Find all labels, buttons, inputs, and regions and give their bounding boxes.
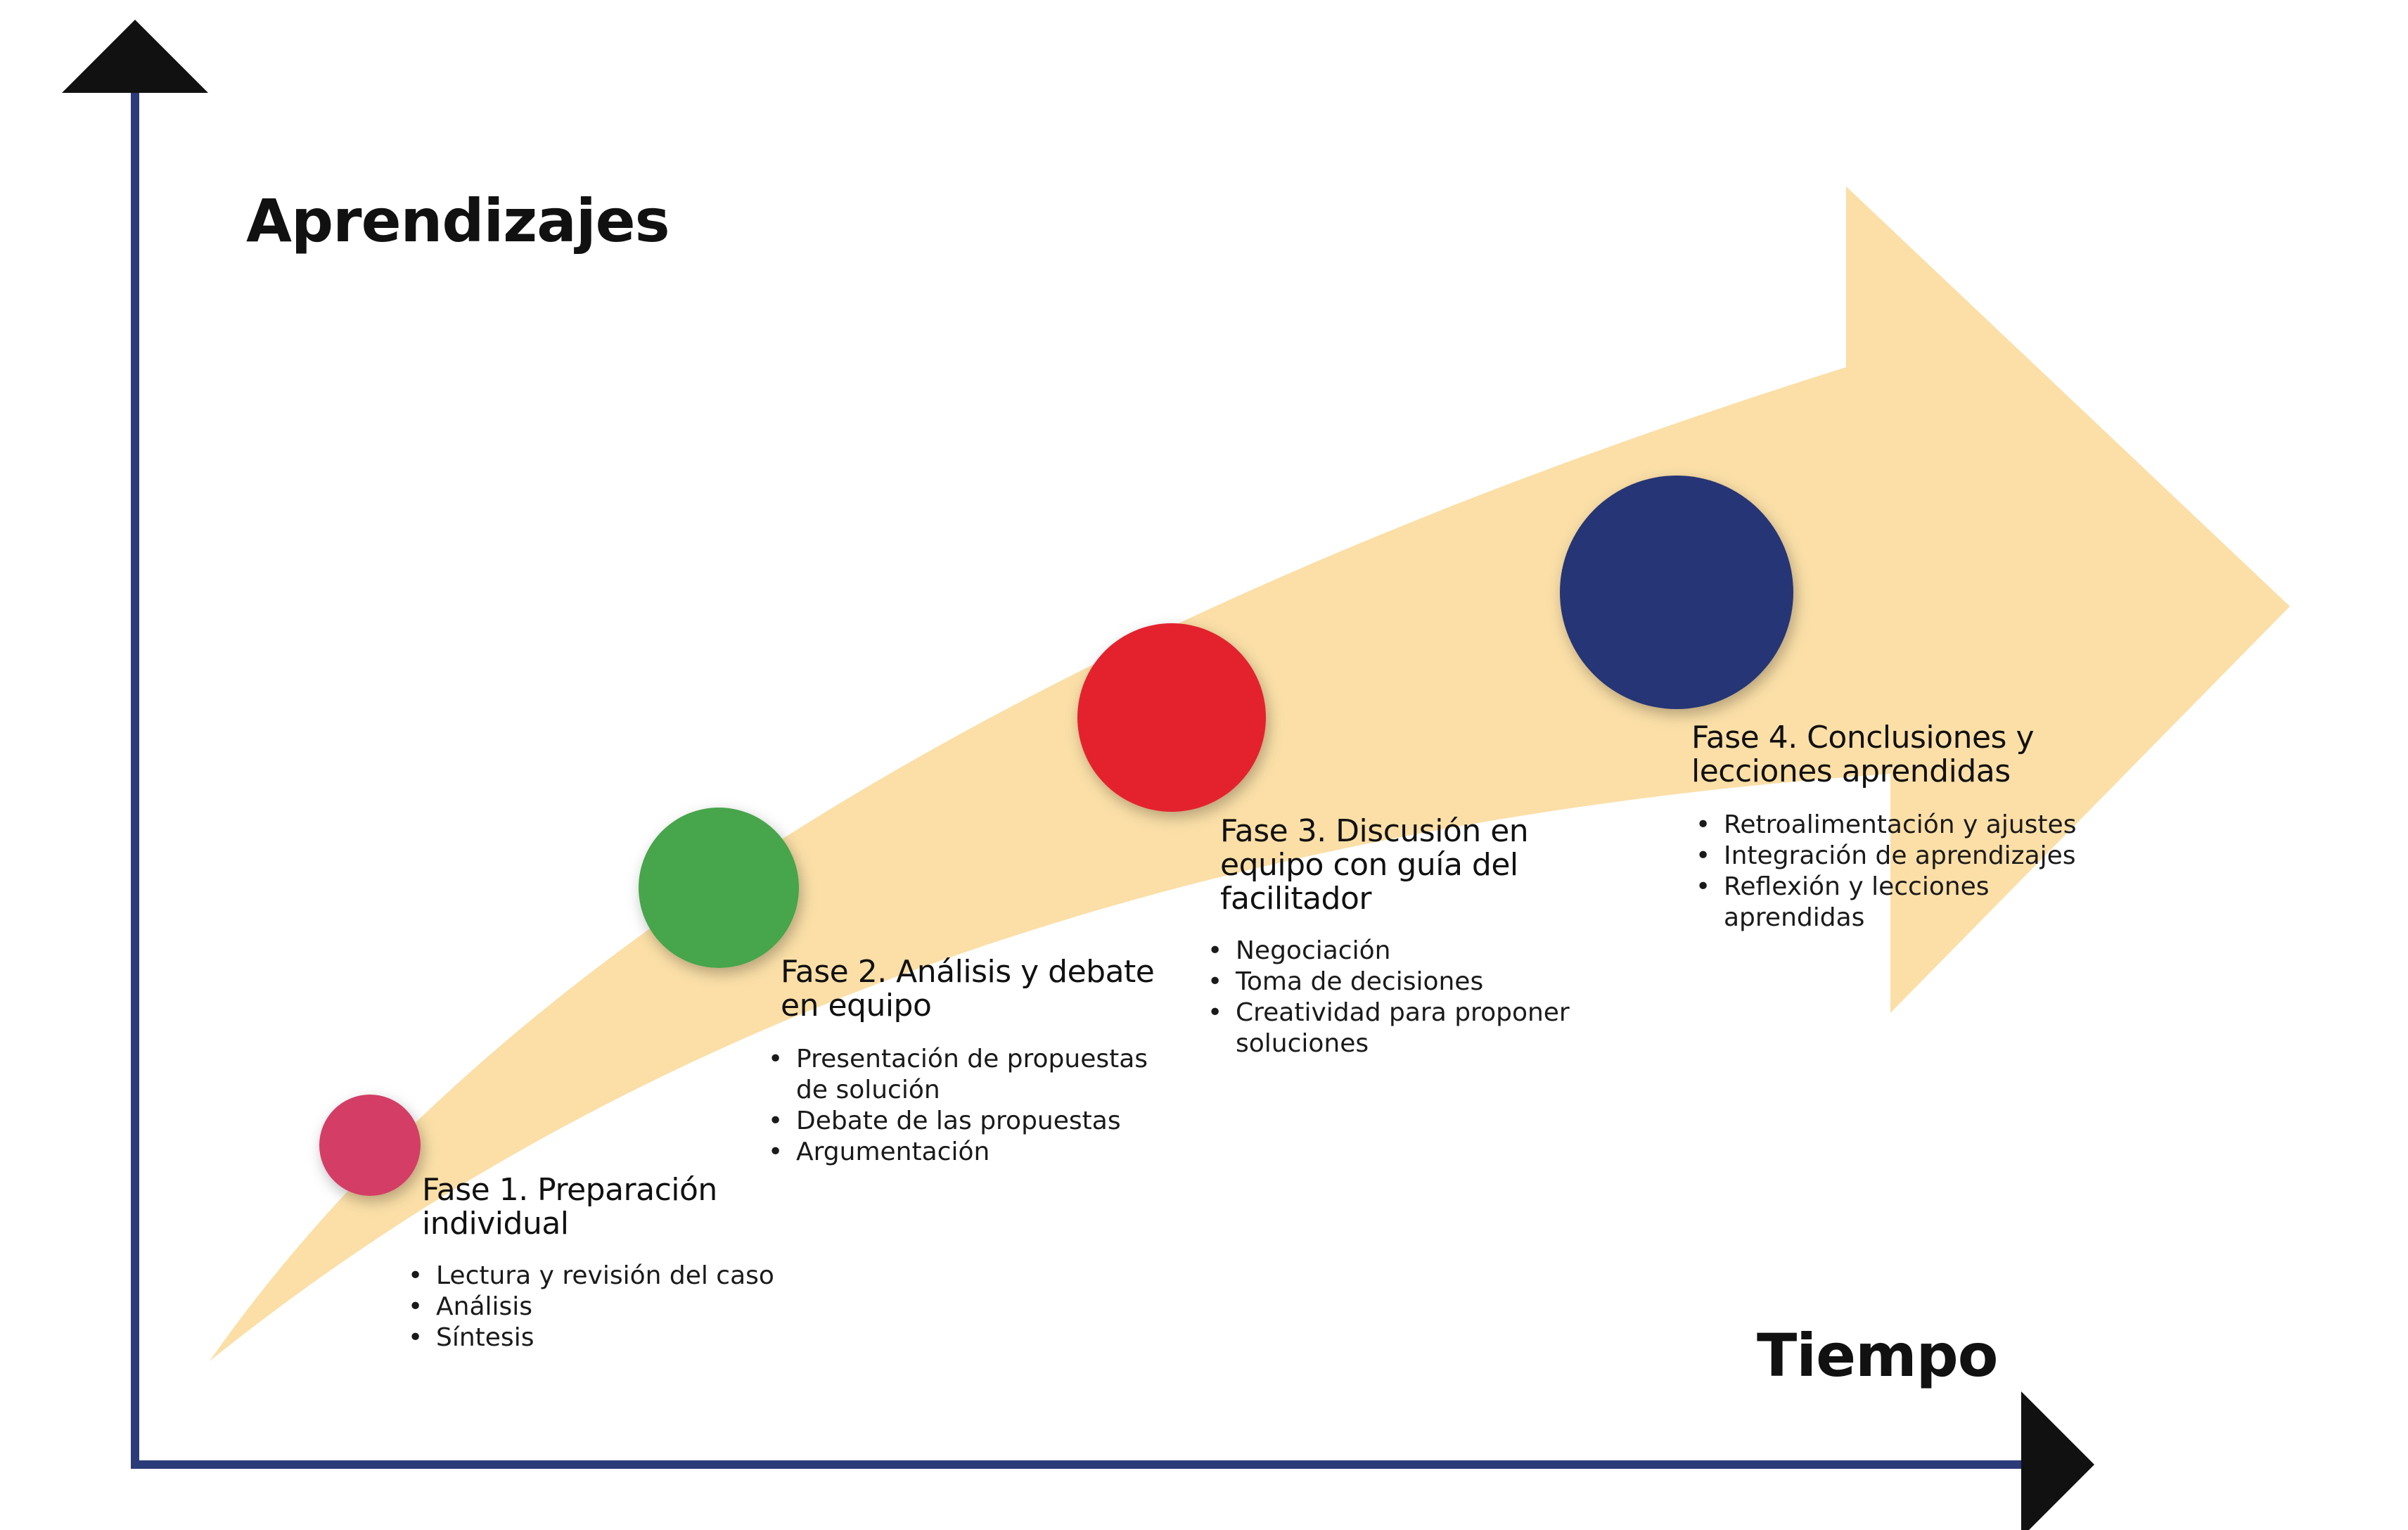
phase-1-circle — [319, 1095, 421, 1196]
y-axis-arrowhead-icon — [62, 20, 208, 93]
phase-3-list: Negociación Toma de decisiones Creativid… — [1202, 936, 1614, 1059]
phase-4-circle — [1560, 476, 1793, 709]
phase-3-title: Fase 3. Discusión en equipo con guía del… — [1220, 813, 1529, 917]
list-item: Análisis — [402, 1292, 816, 1322]
phase-4-list: Retroalimentación y ajustes Integración … — [1690, 810, 2099, 933]
phase-2-block: Fase 2. Análisis y debate en equipo Pres… — [768, 954, 1174, 1168]
phase-3-circle — [1077, 623, 1266, 812]
phase-4-block: Fase 4. Conclusiones y lecciones aprendi… — [1691, 721, 2099, 933]
y-axis-label: Aprendizajes — [246, 186, 670, 255]
list-item: Reflexión y lecciones aprendidas — [1690, 872, 2099, 933]
list-item: Creatividad para proponer soluciones — [1202, 997, 1614, 1059]
list-item: Debate de las propuestas — [762, 1106, 1174, 1137]
list-item: Negociación — [1202, 936, 1614, 967]
x-axis-arrowhead-icon — [2021, 1391, 2094, 1530]
list-item: Síntesis — [402, 1322, 816, 1353]
list-item: Argumentación — [762, 1137, 1174, 1168]
list-item: Integración de aprendizajes — [1690, 841, 2099, 872]
phase-1-list: Lectura y revisión del caso Análisis Sín… — [402, 1261, 816, 1353]
phase-1-block: Fase 1. Preparación individual Lectura y… — [408, 1172, 816, 1354]
phase-2-circle — [639, 808, 799, 968]
phase-1-title: Fase 1. Preparación individual — [422, 1172, 717, 1242]
list-item: Toma de decisiones — [1202, 967, 1614, 997]
x-axis-label: Tiempo — [1757, 1321, 1998, 1390]
phase-2-title: Fase 2. Análisis y debate en equipo — [781, 954, 1155, 1024]
phase-3-block: Fase 3. Discusión en equipo con guía del… — [1208, 813, 1614, 1059]
list-item: Retroalimentación y ajustes — [1690, 810, 2099, 841]
list-item: Presentación de propuestas de solución — [762, 1044, 1174, 1106]
list-item: Lectura y revisión del caso — [402, 1261, 816, 1292]
progress-arrow — [210, 186, 2290, 1361]
phase-2-list: Presentación de propuestas de solución D… — [762, 1044, 1174, 1168]
phase-4-title: Fase 4. Conclusiones y lecciones aprendi… — [1691, 720, 2035, 789]
